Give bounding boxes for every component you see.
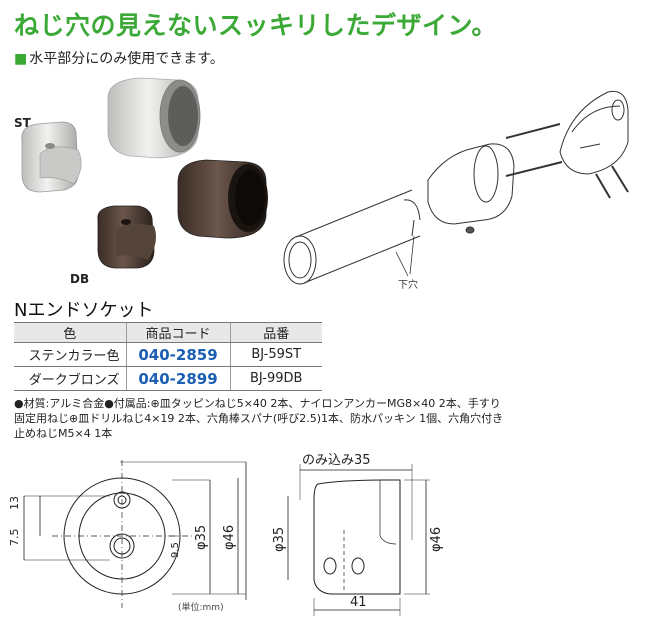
product-photos: ST DB [0, 70, 655, 292]
hole-label: 下穴 [398, 278, 418, 291]
label-st: ST [14, 116, 31, 130]
material-info: ●材質:アルミ合金●付属品:⊕皿タッピンねじ5×40 2本、ナイロンアンカーMG… [14, 396, 534, 441]
silver-cup [107, 77, 201, 159]
dim-insert: のみ込み35 [302, 453, 371, 468]
st-bracket [21, 121, 82, 193]
unit-note: (単位:mm) [178, 603, 224, 613]
cell-color: ステンカラー色 [14, 342, 126, 367]
photo-illustration: 下穴 [21, 77, 629, 291]
front-view [23, 460, 247, 608]
cell-part: BJ-59ST [229, 342, 322, 367]
material-line: ●材質:アルミ合金●付属品:⊕皿タッピンねじ5×40 2本、ナイロンアンカーMG… [14, 397, 501, 410]
db-bracket [97, 205, 156, 269]
header-part: 品番 [229, 322, 322, 343]
dim-phi46-side: φ46 [429, 527, 444, 552]
usage-note: ■水平部分にのみ使用できます。 [14, 48, 224, 68]
dim-13: 13 [8, 496, 21, 510]
dim-phi46-front: φ46 [222, 525, 237, 550]
dimension-drawing: 13 7.5 9.5 φ35 φ46 のみ込み35 φ35 φ46 41 [8, 453, 444, 616]
material-line: 止めねじM5×4 1本 [14, 427, 113, 440]
header-code: 商品コード [125, 322, 230, 343]
material-line: 固定用ねじ⊕皿ドリルねじ4×19 2本、六角棒スパナ(呼び2.5)1本、防水パッ… [14, 412, 504, 425]
header-color: 色 [14, 322, 126, 343]
note-marker: ■ [14, 51, 28, 67]
dim-41: 41 [350, 595, 367, 610]
dim-7-5: 7.5 [8, 529, 21, 547]
bronze-cup [177, 159, 268, 239]
table-row: ステンカラー色 040-2859 BJ-59ST [14, 342, 322, 367]
dim-phi35-front: φ35 [194, 525, 209, 550]
table-header-row: 色 商品コード 品番 [14, 322, 322, 343]
product-title: Nエンドソケット [14, 300, 154, 321]
cell-part: BJ-99DB [229, 366, 322, 391]
technical-drawings: 13 7.5 9.5 φ35 φ46 のみ込み35 φ35 φ46 41 [0, 440, 655, 623]
exploded-diagram [283, 90, 629, 285]
cell-code: 040-2859 [125, 342, 230, 367]
product-table: 色 商品コード 品番 ステンカラー色 040-2859 BJ-59ST ダークブ… [14, 322, 322, 391]
side-view [287, 464, 430, 616]
cell-code: 040-2899 [125, 366, 230, 391]
table-row: ダークブロンズ 040-2899 BJ-99DB [14, 366, 322, 391]
dim-9-5: 9.5 [170, 542, 181, 558]
note-text: 水平部分にのみ使用できます。 [29, 51, 224, 67]
label-db: DB [70, 272, 90, 286]
cell-color: ダークブロンズ [14, 366, 126, 391]
dim-phi35-side: φ35 [272, 527, 287, 552]
headline: ねじ穴の見えないスッキリしたデザイン。 [14, 11, 498, 40]
